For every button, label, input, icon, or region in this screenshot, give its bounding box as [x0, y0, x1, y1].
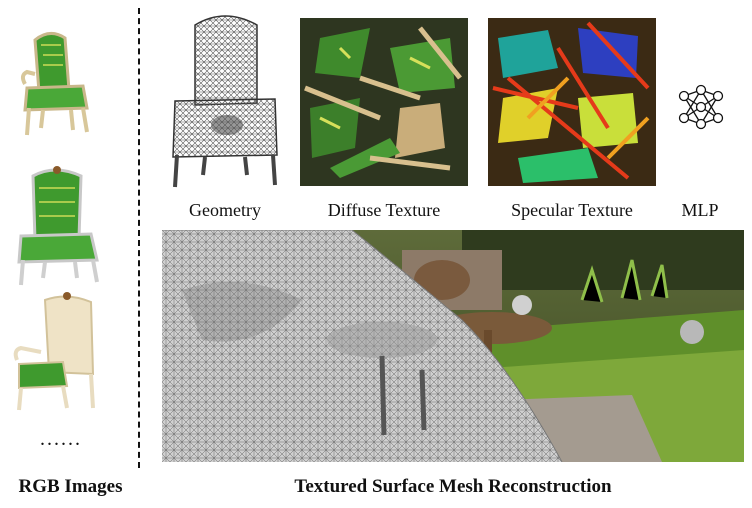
specular-texture-image [488, 18, 656, 186]
column-divider [138, 8, 140, 468]
diffuse-texture-image [300, 18, 468, 186]
geometry-label: Geometry [189, 200, 261, 220]
mlp-network-icon [678, 82, 724, 132]
mlp-label: MLP [681, 200, 719, 220]
rgb-image-3 [5, 290, 105, 415]
specular-texture-label: Specular Texture [511, 200, 633, 220]
more-images-ellipsis: ...... [40, 428, 82, 450]
rgb-image-2 [5, 160, 105, 290]
geometry-mesh-image [165, 5, 285, 195]
rgb-images-caption: RGB Images [18, 476, 123, 497]
reconstruction-caption: Textured Surface Mesh Reconstruction [294, 476, 612, 497]
rgb-image-1 [5, 20, 105, 145]
reconstruction-scene-image [162, 230, 744, 462]
diffuse-texture-label: Diffuse Texture [327, 200, 441, 220]
